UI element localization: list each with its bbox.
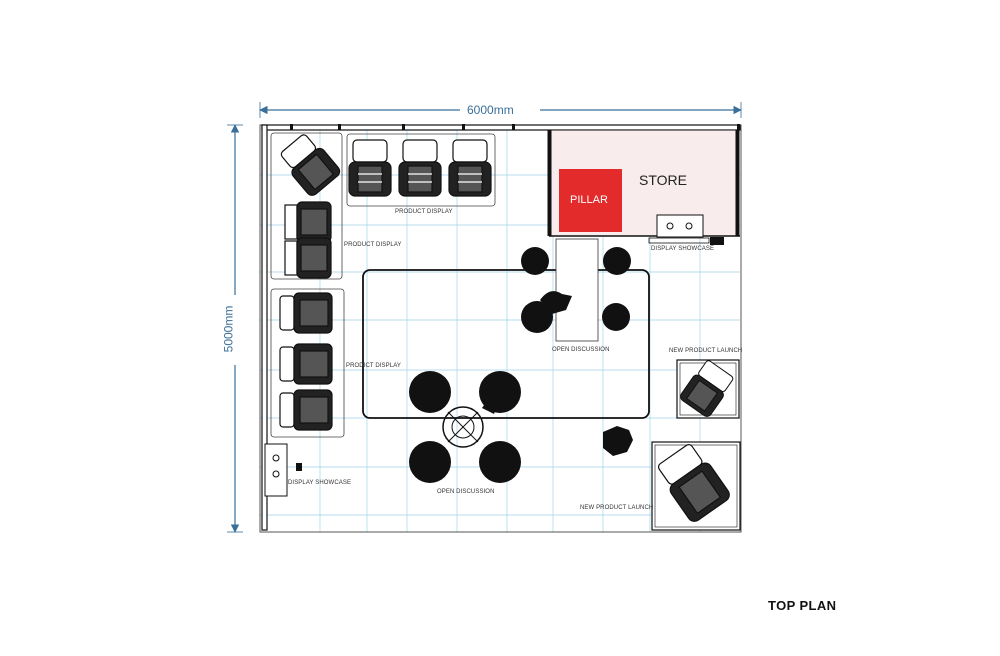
pillar-label: PILLAR [570, 194, 608, 206]
product-display-left-lower-label: PRODICT DISPLAY [346, 363, 401, 369]
display-showcase-left [264, 443, 288, 497]
open-discussion-table-label: OPEN DISCUSSION [552, 347, 610, 353]
discussion-table [362, 269, 650, 419]
top-wall [261, 124, 741, 131]
round-table [442, 406, 484, 448]
discussion-table-inner [555, 238, 599, 342]
display-showcase-left-label: DISPLAY SHOWCASE [288, 480, 352, 486]
massage-chairs-left-upper [280, 134, 341, 279]
height-dimension-line [227, 124, 243, 533]
discussion-chairs [521, 247, 631, 333]
new-product-launch-lower-label: NEW PRODUCT LAUNCH [580, 505, 654, 511]
display-showcase-right [648, 237, 710, 244]
product-display-top-label: PRODUCT DISPLAY [395, 209, 453, 215]
massage-chairs-left-lower [279, 292, 333, 431]
round-table-group [409, 371, 521, 483]
pillar [559, 169, 622, 232]
display-showcase-right-label: DISPLAY SHOWCASE [651, 246, 715, 252]
product-display-left-upper-area [270, 132, 343, 280]
wall-posts [290, 124, 740, 130]
new-product-launch-upper-label: NEW PRODUCT LAUNCH [669, 348, 743, 354]
store-counter [656, 214, 704, 238]
left-wall [261, 124, 268, 531]
scooter-icon [603, 426, 633, 456]
product-display-top-area [346, 133, 496, 207]
width-dimension: 6000mm [467, 103, 514, 117]
massage-chairs-top [348, 139, 492, 197]
open-discussion-round-label: OPEN DISCUSSION [437, 489, 495, 495]
width-dimension-line [259, 102, 742, 118]
person-seated-icon [540, 291, 572, 314]
product-display-left-lower-area [270, 288, 345, 438]
store-label: STORE [639, 172, 687, 188]
plan-title: TOP PLAN [768, 598, 837, 613]
height-dimension: 5000mm [221, 305, 236, 353]
product-display-left-upper-label: PRODUCT DISPLAY [344, 242, 402, 248]
